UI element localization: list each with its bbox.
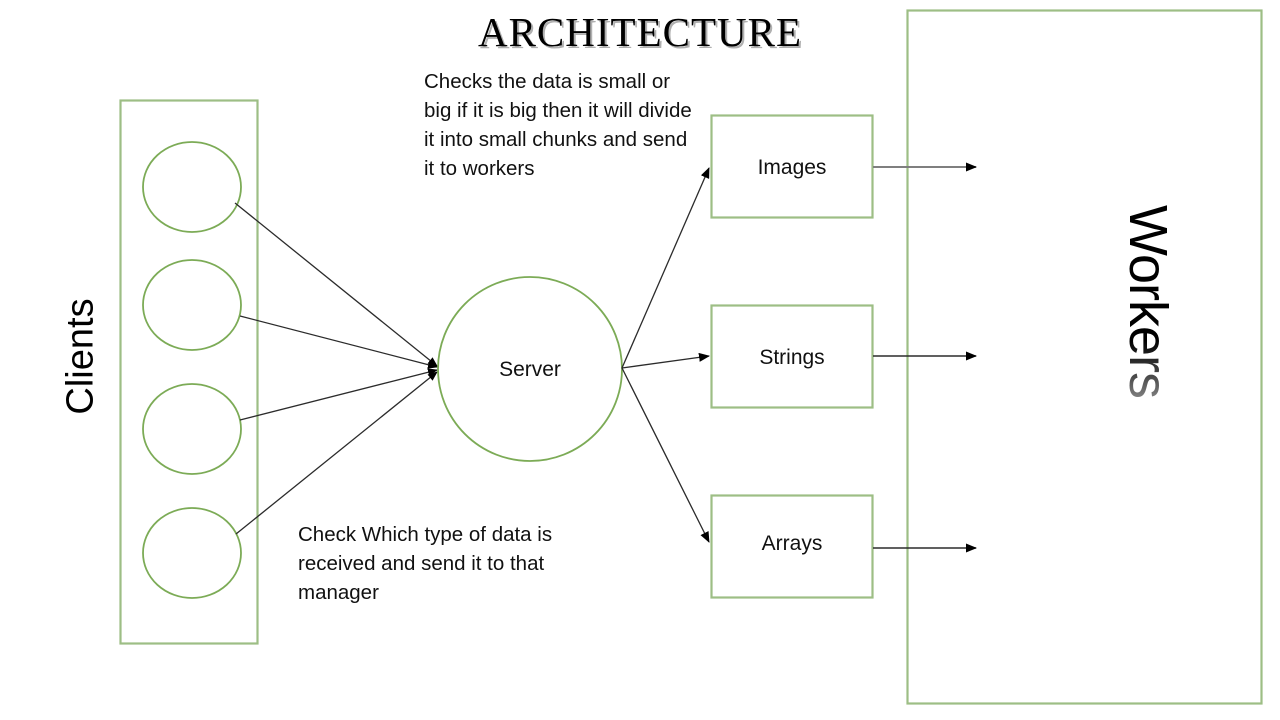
connector-client4-server (235, 371, 438, 535)
manager-label-images: Images (757, 156, 827, 179)
workers-group-label: Workers (1118, 205, 1178, 465)
connector-client2-server (239, 315, 438, 369)
workers-container (906, 9, 1263, 705)
client-node-2[interactable] (142, 259, 242, 351)
connector-server-arrays (621, 367, 710, 543)
manager-label-arrays: Arrays (761, 532, 823, 555)
server-label: Server (499, 358, 561, 381)
connector-client1-server (234, 202, 438, 367)
manager-box-images[interactable] (710, 114, 874, 219)
manager-box-strings[interactable] (710, 304, 874, 409)
connector-client3-server (239, 368, 438, 421)
clients-group-label: Clients (59, 298, 102, 415)
client-node-4[interactable] (142, 507, 242, 599)
workers-group-label-wrapper: Workers (1118, 205, 1178, 465)
server-outgoing-note: Checks the data is small or big if it is… (424, 70, 698, 180)
server-incoming-note: Check Which type of data is received and… (298, 523, 558, 604)
connector-server-images (621, 167, 710, 369)
connector-server-strings (621, 352, 710, 369)
clients-container (119, 99, 259, 645)
page-title: ARCHITECTURE (477, 9, 803, 55)
manager-box-arrays[interactable] (710, 494, 874, 599)
client-node-1[interactable] (142, 141, 242, 233)
manager-label-strings: Strings (759, 346, 825, 369)
client-node-3[interactable] (142, 383, 242, 475)
